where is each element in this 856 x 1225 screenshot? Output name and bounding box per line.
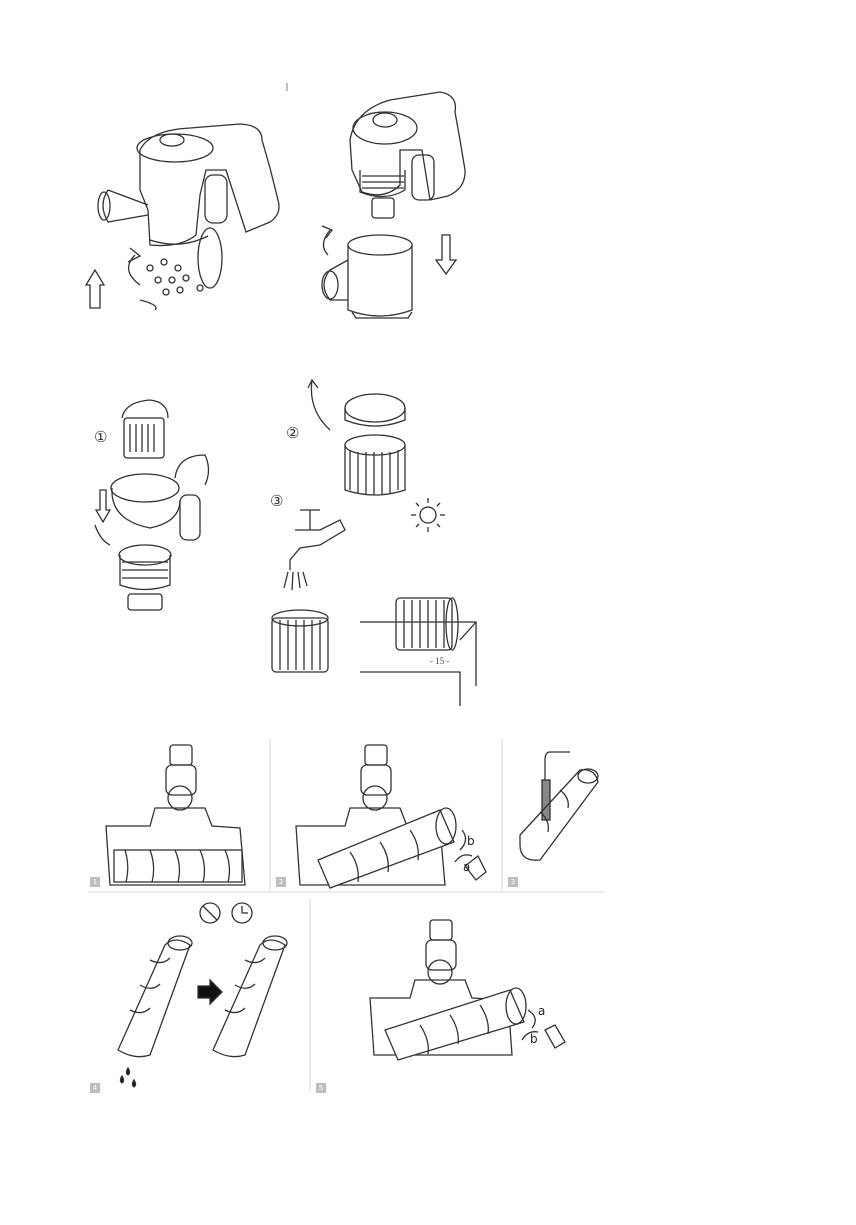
roller-panel-4-illustration <box>118 903 287 1087</box>
filter-removal-illustration <box>95 400 209 610</box>
roller-step-4-badge: 4 <box>90 1083 100 1093</box>
install-step-a-label: a <box>538 1004 545 1018</box>
install-step-b-label: b <box>530 1032 538 1046</box>
filter-step-2-label: ② <box>286 424 299 442</box>
page-number: - 15 - <box>430 656 450 666</box>
filter-step-3-label: ③ <box>270 492 283 510</box>
arrow-right-icon <box>198 980 222 1004</box>
roller-step-1-badge: 1 <box>90 877 100 887</box>
vacuum-empty-bin-illustration <box>86 124 279 310</box>
roller-panel-3-illustration <box>520 752 598 860</box>
filter-step-1-label: ① <box>94 428 107 446</box>
roller-panel-1-illustration <box>106 745 245 885</box>
roller-panel-borders <box>88 738 605 1092</box>
arrow-up-icon <box>86 270 104 308</box>
water-drops-icon <box>133 1080 136 1087</box>
roller-step-2-badge: 2 <box>276 877 286 887</box>
roller-step-3-badge: 3 <box>508 877 518 887</box>
arrow-down-icon <box>436 235 456 274</box>
remove-step-b-label: b <box>467 834 475 848</box>
roller-step-5-badge: 5 <box>316 1083 326 1093</box>
remove-step-a-label: a <box>463 860 470 874</box>
sun-icon <box>420 507 436 523</box>
roller-panel-2-illustration <box>296 745 486 888</box>
vacuum-remove-bin-illustration <box>322 92 465 318</box>
